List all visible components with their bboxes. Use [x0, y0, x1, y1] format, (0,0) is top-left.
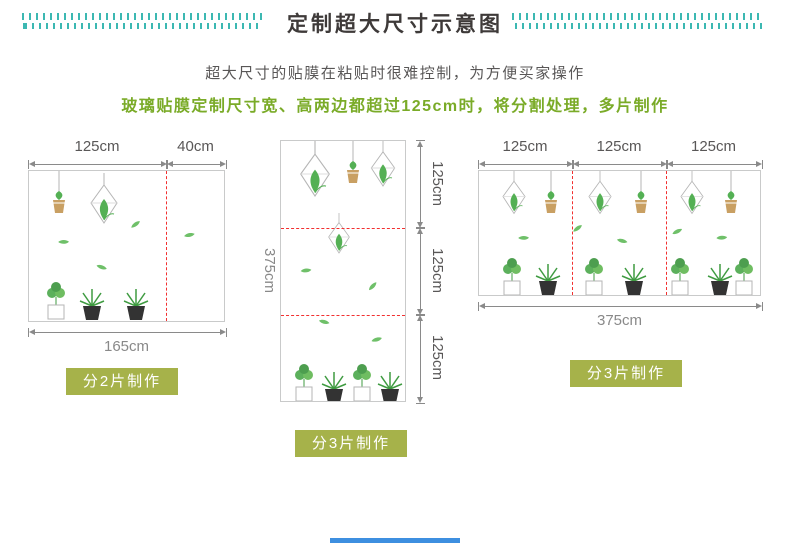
intro-line-2: 玻璃贴膜定制尺寸宽、高两边都超过125cm时，将分割处理，多片制作: [121, 98, 669, 115]
split-line-vertical-2: [666, 171, 667, 295]
dim-top-label-3: 125cm: [690, 138, 737, 155]
dim-segment-label-3: 125cm: [429, 335, 446, 381]
panel-two-piece: 125cm 40cm 165cm 分2片制作: [28, 138, 227, 403]
sticker-rect-3pc-tall: [280, 140, 406, 402]
dim-top-label-1: 125cm: [502, 138, 548, 155]
badge-2-pieces: 分2片制作: [66, 368, 178, 395]
plants-illustration: [294, 141, 403, 401]
dim-arrow-top-right: [166, 160, 227, 169]
intro-line-1: 超大尺寸的贴膜在粘贴时很难控制，为方便买家操作: [205, 65, 585, 82]
sticker-rect-3pc-wide: [478, 170, 761, 296]
badge-3-pieces-wide: 分3片制作: [570, 360, 682, 387]
plants-illustration: [502, 171, 754, 295]
dim-arrow-top-1: [478, 160, 574, 169]
split-line-vertical-1: [572, 171, 573, 295]
sticker-rect-2pc: [28, 170, 225, 322]
dim-arrow-top-3: [666, 160, 763, 169]
dim-arrow-top-2: [572, 160, 668, 169]
dim-top-left-label: 125cm: [74, 138, 120, 155]
dim-segment-label-2: 125cm: [429, 247, 446, 294]
dim-bottom-label: 375cm: [596, 312, 643, 329]
header-decoration-left: [22, 13, 262, 31]
dim-side-label: 375cm: [261, 248, 278, 294]
header-decoration-right: [512, 13, 764, 31]
split-line-horizontal-2: [281, 315, 405, 316]
panel-three-piece-horizontal: 125cm 125cm 125cm: [478, 138, 763, 393]
split-line-vertical: [166, 171, 167, 321]
dim-segment-label-1: 125cm: [429, 160, 446, 207]
dim-bottom-label: 165cm: [103, 338, 150, 355]
badge-3-pieces-tall: 分3片制作: [295, 430, 407, 457]
split-line-horizontal-1: [281, 228, 405, 229]
dim-arrow-segment-1: [416, 140, 425, 229]
dim-arrow-bottom: [28, 328, 227, 337]
page-title: 定制超大尺寸示意图: [287, 13, 503, 36]
panel-three-piece-vertical: 375cm 125cm 125cm 125cm: [261, 128, 447, 463]
dim-arrow-segment-2: [416, 227, 425, 316]
intro-block: 超大尺寸的贴膜在粘贴时很难控制，为方便买家操作 玻璃贴膜定制尺寸宽、高两边都超过…: [0, 62, 790, 116]
dim-arrow-top-left: [28, 160, 168, 169]
dim-top-label-2: 125cm: [596, 138, 642, 155]
dim-arrow-bottom: [478, 302, 763, 311]
next-section-divider: [330, 538, 460, 543]
plants-illustration: [46, 171, 195, 321]
dim-top-right-label: 40cm: [177, 138, 214, 155]
dim-arrow-segment-3: [416, 314, 425, 404]
